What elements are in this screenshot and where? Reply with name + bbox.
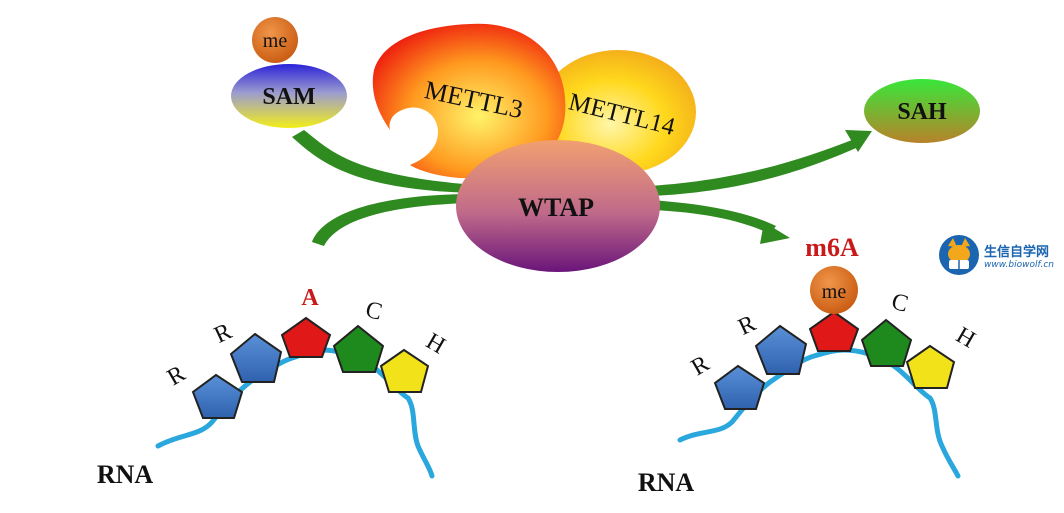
sam-ellipse <box>231 64 347 128</box>
watermark-logo: 生信自学网 www.biowolf.cn <box>938 234 1058 278</box>
rna-label-left: RNA <box>97 460 154 489</box>
nucleotide-c <box>332 324 385 373</box>
motif-label-r1: R <box>687 351 714 382</box>
watermark-title: 生信自学网 <box>984 245 1050 260</box>
mettl3-shape <box>372 23 566 179</box>
rna-strand-right: me m6A R R C H RNA <box>638 233 980 497</box>
motif-label-c: C <box>363 297 385 326</box>
nucleotide-r1 <box>191 373 244 419</box>
sah-label: SAH <box>897 99 947 125</box>
rna-strand-left: R R A C H RNA <box>97 285 450 489</box>
sam-input-arrow <box>292 130 475 193</box>
sah-ellipse <box>864 79 980 143</box>
motif-label-h: H <box>421 328 449 359</box>
sam-donor: SAM me <box>231 17 347 128</box>
nucleotide-h <box>905 344 956 389</box>
nucleotide-c <box>860 318 913 367</box>
nucleotide-m6a <box>808 310 860 352</box>
sah-output-arrowhead <box>845 130 872 152</box>
sam-label: SAM <box>262 84 315 110</box>
wtap-protein: WTAP <box>456 140 660 272</box>
motif-label-r2: R <box>210 318 236 348</box>
methyl-label: me <box>263 30 288 52</box>
m6a-output-arrow-shaft <box>650 200 776 234</box>
m6a-label: m6A <box>805 233 859 262</box>
methyl-group <box>810 266 858 314</box>
mettl3-protein: METTL3 <box>372 23 566 179</box>
nucleotide-h <box>379 348 430 393</box>
motif-label-a: A <box>301 285 319 311</box>
reaction-arrows <box>292 130 872 246</box>
wolf-icon <box>939 235 979 275</box>
rna-label-right: RNA <box>638 468 695 497</box>
motif-label-r2: R <box>734 310 760 340</box>
motif-label-h: H <box>951 322 979 353</box>
nucleotide-r1 <box>713 364 766 410</box>
nucleotide-r2 <box>229 332 283 383</box>
methyl-group <box>252 17 298 63</box>
rna-input-arrow <box>312 194 470 246</box>
m6a-output-arrowhead <box>760 222 790 244</box>
nucleotide-a <box>280 316 332 358</box>
wtap-label: WTAP <box>518 193 594 222</box>
motif-label-r1: R <box>163 361 190 392</box>
motif-label-c: C <box>889 289 911 318</box>
wtap-ellipse <box>456 140 660 272</box>
methyl-label: me <box>822 281 847 303</box>
watermark-url: www.biowolf.cn <box>984 260 1054 270</box>
sah-product: SAH <box>864 79 980 143</box>
nucleotide-r2 <box>754 324 808 375</box>
sah-output-arrow-shaft <box>650 140 856 196</box>
